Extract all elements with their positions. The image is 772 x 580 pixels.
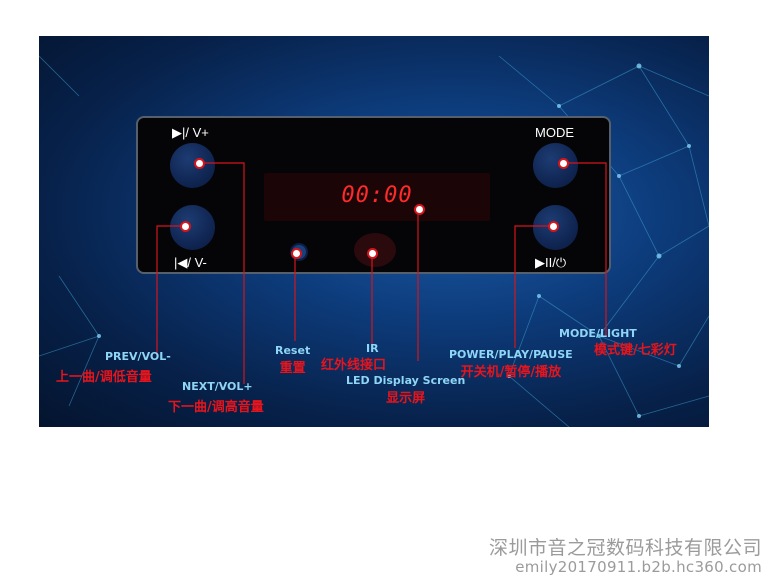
prev-vol-down-label: |◀/ V- [174, 255, 207, 270]
next-vol-up-marker [194, 158, 205, 169]
callout-led-display: LED Display Screen 显示屏 [346, 374, 465, 406]
callout-led-en: LED Display Screen [346, 374, 466, 387]
callout-next-vol-up: NEXT/VOL+ [182, 380, 253, 393]
callout-power-play-pause: POWER/PLAY/PAUSE 开关机/暂停/播放 [449, 348, 573, 380]
callout-power-cn: 开关机/暂停/播放 [460, 365, 562, 380]
reset-marker [291, 248, 302, 259]
leader-lines [156, 162, 607, 384]
control-panel: ▶|/ V+ |◀/ V- 00:00 MODE ▶II/⏻ [136, 116, 611, 274]
watermark-url: emily20170911.b2b.hc360.com [515, 558, 762, 576]
power-play-pause-label: ▶II/⏻ [535, 255, 567, 270]
callout-mode-light: MODE/LIGHT [559, 327, 637, 340]
callout-mode-light-cn: 模式键/七彩灯 [594, 339, 677, 358]
product-banner: ▶|/ V+ |◀/ V- 00:00 MODE ▶II/⏻ PREV/VOL- [39, 36, 709, 427]
watermark-company: 深圳市音之冠数码科技有限公司 [488, 537, 762, 559]
callout-next-vol-up-cn: 下一曲/调高音量 [168, 396, 264, 415]
prev-vol-down-button[interactable] [170, 205, 215, 250]
callout-power-en: POWER/PLAY/PAUSE [449, 348, 573, 361]
callout-next-cn: 下一曲/调高音量 [168, 400, 264, 415]
callout-prev-en: PREV/VOL- [105, 350, 171, 363]
callout-ir-cn: 红外线接口 [321, 358, 387, 373]
callout-ir-en: IR [366, 342, 379, 355]
mode-button[interactable] [533, 143, 578, 188]
power-play-pause-marker [548, 221, 559, 232]
callout-next-en: NEXT/VOL+ [182, 380, 253, 393]
mode-label: MODE [535, 125, 574, 140]
next-vol-up-label: ▶|/ V+ [172, 125, 209, 140]
watermark: 深圳市音之冠数码科技有限公司 emily20170911.b2b.hc360.c… [489, 533, 762, 576]
callout-led-cn: 显示屏 [386, 391, 426, 406]
callout-reset-cn: 重置 [279, 361, 306, 376]
next-vol-up-button[interactable] [170, 143, 215, 188]
callout-prev-vol-down: PREV/VOL- [105, 350, 171, 363]
callout-reset: Reset 重置 [275, 344, 310, 376]
callout-ir-cn-wrap: 红外线接口 [321, 354, 386, 373]
prev-vol-down-marker [180, 221, 191, 232]
led-display-marker [414, 204, 425, 215]
callout-ir: IR [366, 342, 379, 355]
network-background [39, 55, 709, 427]
callout-mode-cn: 模式键/七彩灯 [594, 343, 677, 358]
callout-prev-cn: 上一曲/调低音量 [56, 370, 152, 385]
display-time: 00:00 [341, 183, 413, 208]
callout-reset-en: Reset [275, 344, 311, 357]
ir-marker [367, 248, 378, 259]
callout-mode-en: MODE/LIGHT [559, 327, 637, 340]
callout-prev-vol-down-cn: 上一曲/调低音量 [56, 366, 152, 385]
led-display: 00:00 [264, 173, 490, 221]
mode-marker [558, 158, 569, 169]
